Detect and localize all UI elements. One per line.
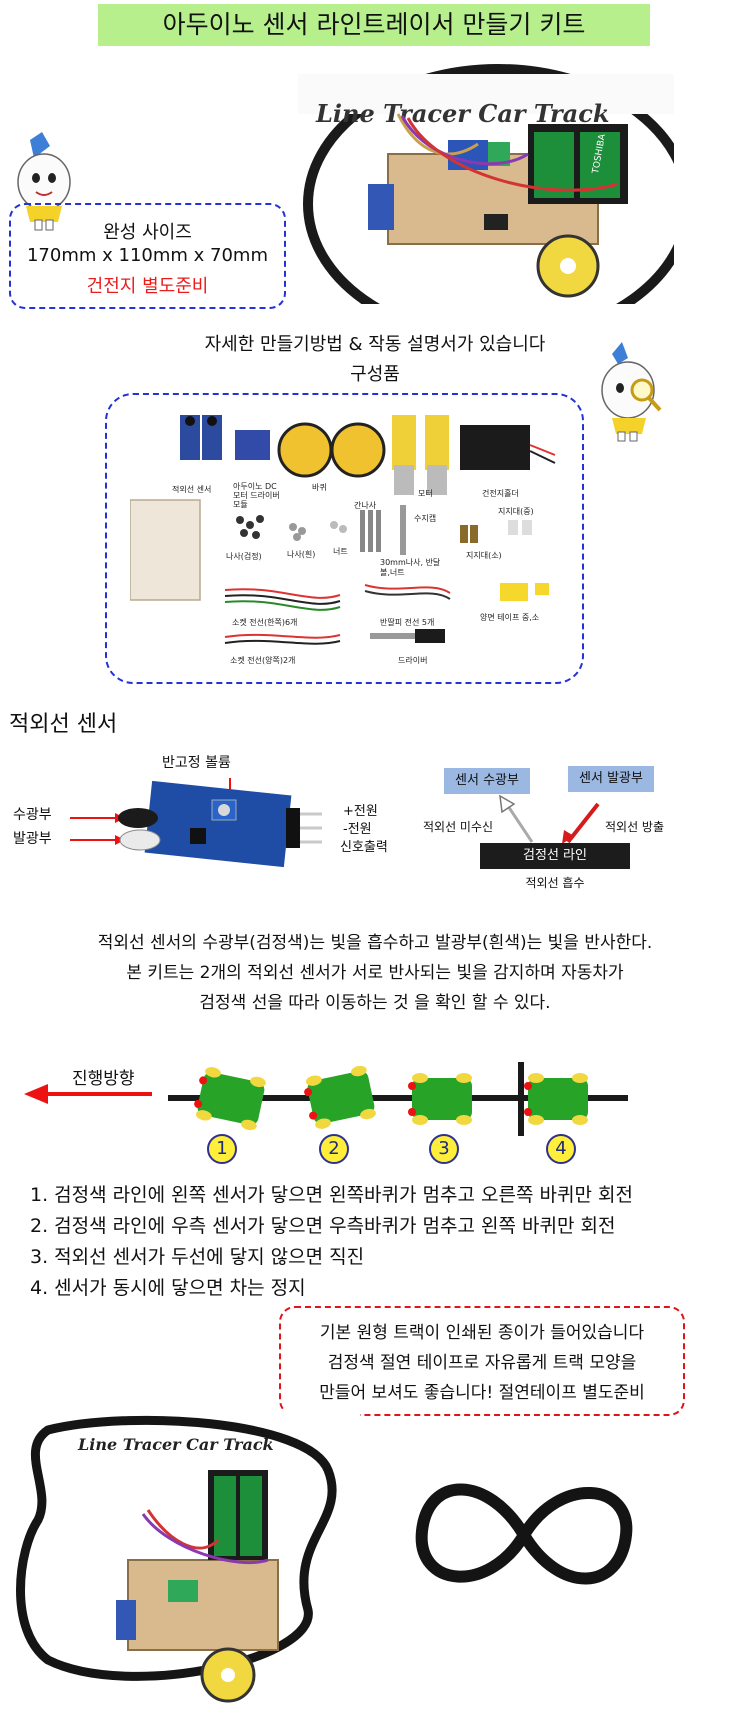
size-dimensions: 170mm x 110mm x 70mm [26, 245, 268, 266]
absorption-label: 적외선 흡수 [525, 876, 585, 890]
label-motor: 모터 [418, 489, 433, 498]
step-number-3: 3 [429, 1134, 459, 1164]
label-battery-holder: 건전지홀더 [482, 489, 519, 498]
black-line-box: 검정선 라인 [480, 843, 630, 869]
ir-sensor-image [70, 778, 322, 868]
step-number-1: 1 [207, 1134, 237, 1164]
label-screw-white: 나사(흰) [287, 550, 316, 559]
pin-power-minus: -전원 [343, 822, 372, 837]
not-received-label: 적외선 미수신 [423, 820, 494, 834]
ir-arrows [499, 794, 600, 844]
size-label: 완성 사이즈 [103, 222, 192, 243]
label-bolt-set: 30mm나사, 반달볼,너트 [380, 558, 441, 577]
size-info-box [9, 203, 286, 309]
label-wire-one: 소켓 전선(한쪽)6개 [232, 618, 298, 627]
hero-track-text: Line Tracer Car Track [315, 99, 609, 128]
components-box [105, 393, 584, 684]
label-wheel: 바퀴 [312, 483, 327, 492]
label-tape: 양면 테이프 중,소 [480, 613, 540, 622]
step-number-2: 2 [319, 1134, 349, 1164]
label-screw-cap: 수지캡 [414, 514, 437, 523]
battery-note: 건전지 별도준비 [86, 276, 209, 297]
receiver-label: 수광부 [13, 807, 52, 823]
title-banner [98, 4, 650, 46]
track-note-box [279, 1306, 685, 1416]
components-heading: 구성품 [350, 364, 400, 385]
mascot-magnifier-image [601, 342, 662, 442]
emitter-label: 발광부 [13, 831, 52, 847]
label-wire-half: 반딸피 전선 5개 [380, 618, 435, 627]
receiver-box: 센서 수광부 [444, 768, 530, 794]
emission-label: 적외선 방출 [605, 820, 665, 834]
pin-signal: 신호출력 [340, 840, 388, 855]
bottom-product-photo: Line Tracer Car Track [8, 1410, 360, 1710]
description-line-2: 본 키트는 2개의 적외선 센서가 서로 반사되는 빛을 감지하며 자동차가 [126, 963, 624, 983]
label-spacer: 간나사 [354, 501, 377, 510]
figure-eight-track-image [415, 1483, 633, 1585]
track-note-line-3: 만들어 보셔도 좋습니다! 절연테이프 별도준비 [319, 1383, 645, 1403]
step-number-4: 4 [546, 1134, 576, 1164]
mascot-image [17, 132, 71, 231]
adjust-label: 반고정 볼륨 [162, 755, 231, 771]
ir-sensor-heading: 적외선 센서 [9, 712, 118, 737]
manual-note: 자세한 만들기방법 & 작동 설명서가 있습니다 [204, 334, 546, 355]
car-sequence-diagram [168, 1062, 628, 1136]
page-title: 아두이노 센서 라인트레이서 만들기 키트 [162, 10, 586, 39]
label-driver: 아두이노 DC모터 드라이버 모듈 [233, 482, 280, 509]
description-line-1: 적외선 센서의 수광부(검정색)는 빛을 흡수하고 발광부(흰색)는 빛을 반사… [97, 933, 653, 953]
components-image [130, 415, 556, 645]
track-note-line-1: 기본 원형 트랙이 인쇄된 종이가 들어있습니다 [319, 1323, 645, 1343]
direction-label: 진행방향 [72, 1069, 135, 1089]
label-wire-both: 소켓 전선(양쪽)2개 [230, 656, 296, 665]
bottom-track-text: Line Tracer Car Track [77, 1435, 274, 1454]
track-note-line-2: 검정색 절연 테이프로 자유롭게 트랙 모양을 [327, 1353, 637, 1373]
description-line-3: 검정색 선을 따라 이동하는 것 을 확인 할 수 있다. [199, 993, 551, 1013]
step-3: 3. 적외선 센서가 두선에 닿지 않으면 직진 [30, 1246, 365, 1268]
direction-arrow-icon [24, 1084, 152, 1104]
label-screw-black: 나사(검정) [226, 552, 262, 561]
step-4: 4. 센서가 동시에 닿으면 차는 정지 [30, 1277, 306, 1299]
label-nut: 너트 [333, 547, 348, 556]
emitter-box: 센서 발광부 [568, 766, 654, 792]
step-2: 2. 검정색 라인에 우측 센서가 닿으면 우측바퀴가 멈추고 왼쪽 바퀴만 회… [30, 1215, 616, 1237]
label-support-mid: 지지대(중) [498, 507, 534, 516]
label-support-small: 지지대(소) [466, 551, 502, 560]
label-sensor: 적외선 센서 [172, 485, 212, 494]
hero-product-photo: Line Tracer Car Track TOSHIBA [298, 54, 674, 304]
pin-power-plus: +전원 [343, 804, 378, 819]
step-1: 1. 검정색 라인에 왼쪽 센서가 닿으면 왼쪽바퀴가 멈추고 오른쪽 바퀴만 … [30, 1184, 633, 1206]
label-driver-tool: 드라이버 [398, 656, 428, 665]
